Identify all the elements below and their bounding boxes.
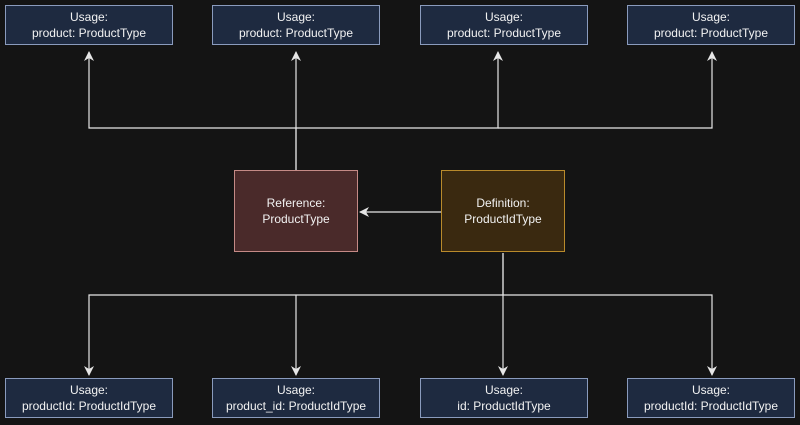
usage-field: product: ProductType — [238, 26, 354, 40]
usage-node-bottom-4: Usage: productId: ProductIdType — [627, 378, 795, 418]
connector-ref-to-usage-3 — [296, 51, 503, 129]
usage-field: product: ProductType — [446, 26, 562, 40]
usage-node-top-3: Usage: product: ProductType — [420, 5, 588, 45]
usage-node-top-1: Usage: product: ProductType — [5, 5, 173, 45]
connector-ref-to-usage-1 — [84, 51, 297, 170]
usage-label: Usage: — [69, 10, 109, 24]
usage-label: Usage: — [691, 383, 731, 397]
definition-node: Definition: ProductIdType — [441, 170, 565, 252]
usage-field: id: ProductIdType — [457, 399, 551, 413]
usage-node-bottom-1: Usage: productId: ProductIdType — [5, 378, 173, 418]
usage-field: product: ProductType — [653, 26, 769, 40]
usage-label: Usage: — [69, 383, 109, 397]
usage-node-top-2: Usage: product: ProductType — [212, 5, 380, 45]
reference-label: Reference: — [266, 196, 326, 210]
reference-type: ProductType — [262, 212, 330, 226]
usage-label: Usage: — [276, 383, 316, 397]
usage-label: Usage: — [484, 10, 524, 24]
connector-ref-to-usage-4 — [498, 51, 717, 129]
usage-field: productId: ProductIdType — [643, 399, 779, 413]
connector-def-to-usage-4 — [503, 294, 717, 376]
usage-field: product_id: ProductIdType — [225, 399, 367, 413]
usage-field: product: ProductType — [31, 26, 147, 40]
usage-label: Usage: — [484, 383, 524, 397]
usage-label: Usage: — [691, 10, 731, 24]
usage-node-top-4: Usage: product: ProductType — [627, 5, 795, 45]
definition-label: Definition: — [476, 196, 530, 210]
usage-node-bottom-3: Usage: id: ProductIdType — [420, 378, 588, 418]
definition-type: ProductIdType — [464, 212, 542, 226]
usage-field: productId: ProductIdType — [21, 399, 157, 413]
usage-node-bottom-2: Usage: product_id: ProductIdType — [212, 378, 380, 418]
usage-label: Usage: — [276, 10, 316, 24]
reference-node: Reference: ProductType — [234, 170, 358, 252]
